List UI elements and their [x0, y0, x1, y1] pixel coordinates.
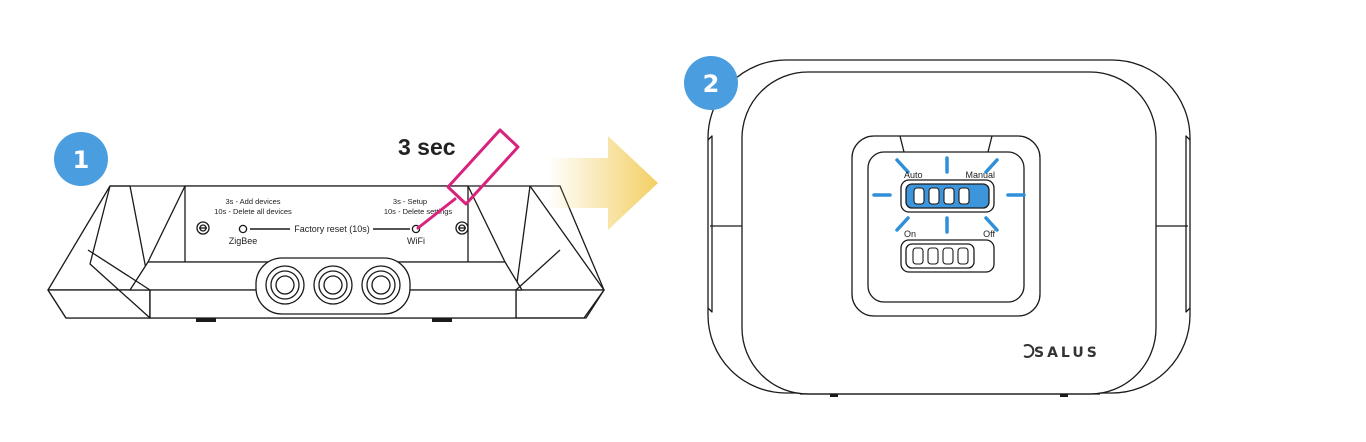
right-screw-icon	[455, 221, 469, 235]
right-arrow-icon	[548, 136, 658, 230]
mode-switch-left-label: Auto	[904, 170, 923, 180]
brand-name: SALUS	[1034, 345, 1100, 361]
gateway-device	[47, 185, 605, 322]
mode-switch-right-label: Manual	[965, 170, 995, 180]
wifi-hint-line1: 3s - Setup	[393, 197, 427, 206]
power-switch-right-label: Off	[983, 229, 995, 239]
factory-reset-label: Factory reset (10s)	[294, 224, 370, 234]
reset-pin-icon	[416, 128, 520, 230]
wifi-button[interactable]	[411, 224, 421, 234]
zigbee-label: ZigBee	[229, 236, 258, 246]
mode-switch[interactable]	[900, 179, 995, 213]
step-1-number: 1	[73, 146, 90, 174]
port-icon-a	[265, 265, 305, 305]
step-1-badge: 1	[54, 132, 108, 186]
power-switch[interactable]	[900, 239, 995, 273]
zigbee-button[interactable]	[238, 224, 248, 234]
zigbee-hint-line2: 10s - Delete all devices	[214, 207, 292, 216]
salus-logo-icon: SALUS	[1023, 343, 1100, 361]
led-glow-icon	[872, 156, 1026, 234]
power-switch-left-label: On	[904, 229, 916, 239]
port-icon-b	[313, 265, 353, 305]
step-2-badge: 2	[684, 56, 738, 110]
port-icon-c	[361, 265, 401, 305]
receiver-device	[707, 59, 1191, 397]
press-duration-label: 3 sec	[398, 134, 456, 160]
step-2-number: 2	[703, 70, 720, 98]
port-1	[255, 257, 411, 315]
wifi-label: WiFi	[407, 236, 425, 246]
wifi-hint-line2: 10s - Delete settings	[384, 207, 453, 216]
left-screw-icon	[196, 221, 210, 235]
zigbee-hint-line1: 3s - Add devices	[225, 197, 280, 206]
